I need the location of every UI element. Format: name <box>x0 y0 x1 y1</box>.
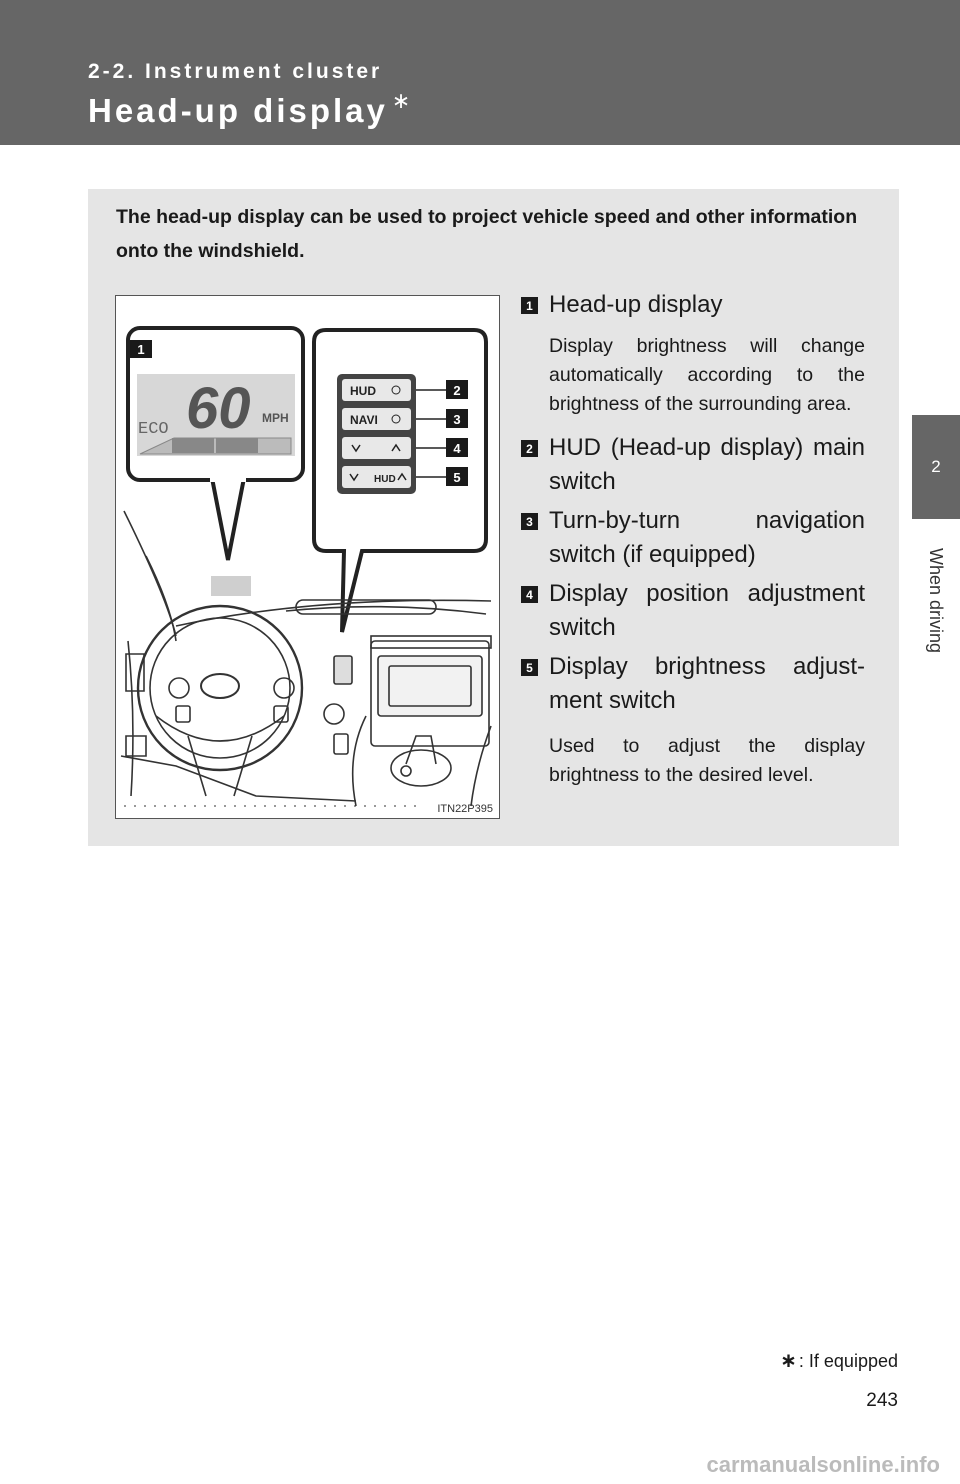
callout-num-5: 5 <box>453 470 460 485</box>
legend-desc-1: Display brightness will change automatic… <box>549 335 865 415</box>
legend-title-3: Turn-by-turn navigation switch (if equip… <box>549 507 865 568</box>
callout-badge-5 <box>446 467 468 486</box>
dashboard-drawing: 60 MPH ECO 1 HUD NAVI HUD 2 3 4 5 <box>120 326 493 815</box>
legend-badge-1: 1 <box>521 297 538 314</box>
brightness-switch <box>342 466 411 488</box>
hud-main-switch <box>342 379 411 401</box>
dash-switch <box>333 733 349 755</box>
hud-pointer-join <box>210 474 246 482</box>
hud-unit: MPH <box>262 411 289 425</box>
dashboard-illustration: 60 MPH ECO 1 HUD NAVI HUD 2 3 4 5 <box>115 295 500 819</box>
hud-callout-pointer <box>210 477 246 561</box>
navi-switch-indicator <box>391 414 401 424</box>
console-left-side <box>351 715 367 807</box>
page-title: Head-up display∗ <box>88 88 413 130</box>
steering-emblem <box>200 673 240 699</box>
chapter-label: When driving <box>912 520 960 680</box>
legend-item-3: 3 Turn-by-turn navigation switch (if equ… <box>521 504 865 572</box>
start-button <box>400 765 412 777</box>
legend-item-2: 2 HUD (Head-up display) main switch <box>521 431 865 499</box>
footnote-mark: ∗ <box>780 1350 797 1372</box>
right-steering-button <box>273 705 289 723</box>
callout-badge-3 <box>446 409 468 428</box>
legend-badge-3: 3 <box>521 513 538 530</box>
watermark: carmanualsonline.info <box>706 1452 941 1477</box>
callout-num-1: 1 <box>137 342 144 357</box>
center-screen-frame <box>377 655 483 717</box>
callout-num-2: 2 <box>453 383 460 398</box>
legend-badge-2: 2 <box>521 440 538 457</box>
steering-wheel-spoke <box>155 715 285 742</box>
callout-legend: 1 Head-up display Display brightness wil… <box>521 288 865 790</box>
callout-badge-2 <box>446 380 468 399</box>
legend-desc-5: Used to adjust the display brightness to… <box>549 735 865 786</box>
callout-badge-4 <box>446 438 468 457</box>
windshield-hud-spot <box>211 576 251 596</box>
hud-eco-segment-2 <box>216 438 258 453</box>
position-down-icon <box>351 444 361 453</box>
left-steering-switch <box>168 677 190 699</box>
legend-item-4: 4 Display position adjustment switch <box>521 577 865 645</box>
hud-speed: 60 <box>186 376 251 441</box>
hud-switch-label: HUD <box>350 384 376 398</box>
chapter-number: 2 <box>931 457 941 476</box>
legend-item-5: 5 Display brightness adjust-ment switch … <box>521 650 865 790</box>
switch-panel <box>337 374 416 494</box>
footnote: ∗: If equipped <box>780 1348 898 1373</box>
steering-wheel-inner <box>149 617 291 759</box>
hud-switch-location <box>333 655 353 685</box>
shift-lever <box>405 735 437 765</box>
shift-lever-base <box>390 749 452 787</box>
intro-text: The head-up display can be used to proje… <box>116 206 858 262</box>
page-number: 243 <box>866 1390 898 1411</box>
dash-top-vent <box>285 605 487 615</box>
side-vent <box>125 653 145 692</box>
hud-switch-indicator <box>391 385 401 395</box>
legend-title-5: Display brightness adjust-ment switch <box>549 653 865 714</box>
navi-switch <box>342 408 411 430</box>
right-steering-switch <box>273 677 295 699</box>
footnote-text: : If equipped <box>798 1351 898 1371</box>
dash-knob <box>323 703 345 725</box>
legend-item-1: 1 Head-up display Display brightness wil… <box>521 288 865 419</box>
page-header: 2-2. Instrument cluster Head-up display∗ <box>0 0 960 145</box>
left-steering-button <box>175 705 191 723</box>
center-screen <box>388 665 472 707</box>
chapter-label-text: When driving <box>926 547 947 653</box>
hud-eco-segment-1 <box>172 438 214 453</box>
dashboard-line-art <box>120 510 492 807</box>
door-edge <box>127 640 134 797</box>
lower-dash <box>120 755 357 802</box>
steering-wheel-rim <box>136 604 304 772</box>
brightness-switch-label: HUD <box>374 474 396 485</box>
equipped-mark: ∗ <box>391 88 414 113</box>
page-title-text: Head-up display <box>88 92 388 129</box>
legend-title-4: Display position adjustment switch <box>549 580 865 641</box>
console-right-side <box>470 725 492 807</box>
center-vent <box>370 635 492 649</box>
position-switch <box>342 437 411 459</box>
defroster-vent <box>295 599 437 615</box>
figure-id: ITN22P395 <box>437 803 493 815</box>
callout-num-3: 3 <box>453 412 460 427</box>
legend-title-2: HUD (Head-up display) main switch <box>549 434 865 495</box>
center-console <box>370 640 490 747</box>
a-pillar-left <box>123 510 177 637</box>
side-switch-panel <box>125 735 147 757</box>
chapter-tab[interactable]: 2 <box>912 415 960 519</box>
legend-badge-5: 5 <box>521 659 538 676</box>
legend-title-1: Head-up display <box>549 291 723 318</box>
callout-num-4: 4 <box>453 441 461 456</box>
legend-badge-4: 4 <box>521 586 538 603</box>
section-label: 2-2. Instrument cluster <box>88 60 383 83</box>
windshield-base <box>175 599 492 627</box>
navi-switch-label: NAVI <box>350 413 378 427</box>
brightness-up-icon <box>397 472 407 481</box>
brightness-down-icon <box>349 473 359 482</box>
hud-mode: ECO <box>138 420 169 439</box>
steering-column <box>187 735 253 797</box>
position-up-icon <box>391 443 401 452</box>
callout-badge-1 <box>130 340 152 358</box>
